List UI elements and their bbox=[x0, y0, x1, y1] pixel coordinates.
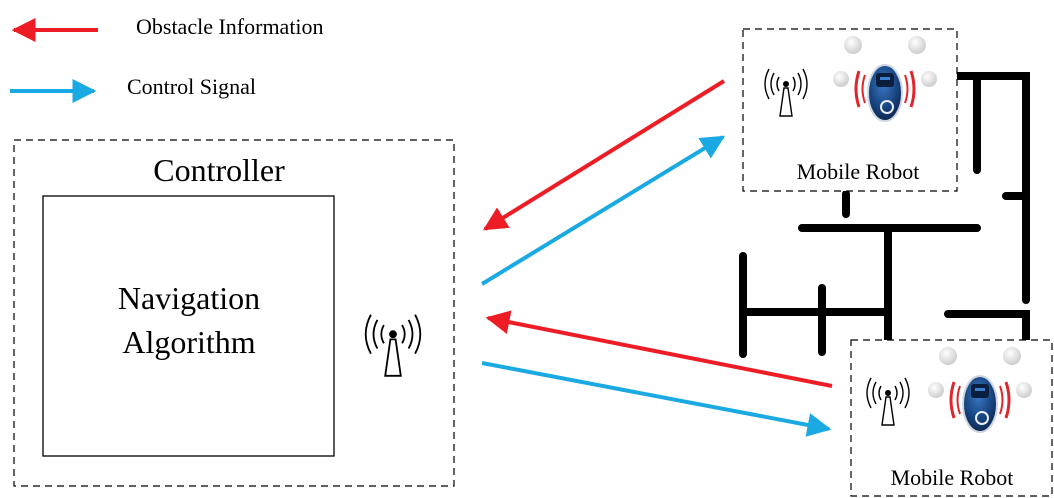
antenna-icon bbox=[364, 313, 422, 377]
obstacle-info-arrow-bottom bbox=[485, 310, 833, 388]
algorithm-line2: Algorithm bbox=[122, 324, 255, 360]
control-signal-arrow-bottom bbox=[481, 361, 832, 437]
robot-box-bottom: Mobile Robot bbox=[850, 339, 1053, 497]
communication-arrows bbox=[480, 79, 833, 437]
controller-box: Controller Navigation Algorithm bbox=[13, 139, 455, 487]
legend: Obstacle Information Control Signal bbox=[10, 14, 324, 103]
obstacle-info-arrow-top bbox=[482, 79, 726, 231]
control-signal-arrow-top bbox=[480, 135, 726, 286]
robot-label: Mobile Robot bbox=[797, 159, 920, 184]
maze-walls bbox=[739, 72, 1030, 358]
algorithm-line1: Navigation bbox=[118, 280, 260, 316]
controller-title: Controller bbox=[153, 152, 285, 188]
robot-box-top: Mobile Robot bbox=[742, 28, 958, 192]
legend-obstacle-label: Obstacle Information bbox=[136, 14, 324, 39]
legend-control-label: Control Signal bbox=[127, 74, 256, 99]
robot-label: Mobile Robot bbox=[891, 465, 1014, 490]
navigation-algorithm-box bbox=[42, 195, 335, 457]
